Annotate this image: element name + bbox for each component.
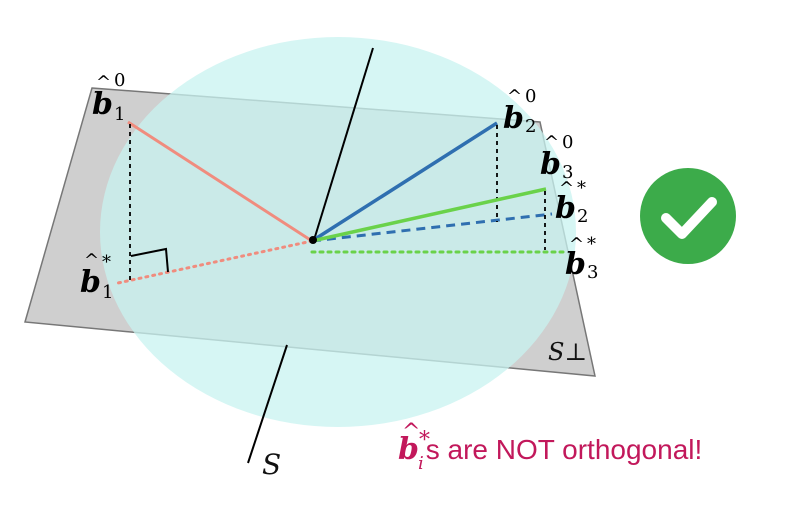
vector-b2-star xyxy=(311,212,553,243)
label-space-s-perp: S⊥ xyxy=(548,338,588,366)
vector-b1-star xyxy=(116,239,314,285)
vector-b2-0 xyxy=(311,121,498,243)
axis-s-lower xyxy=(247,344,288,464)
vector-b1-0 xyxy=(127,120,313,243)
caption-symbol: ^b xyxy=(398,420,421,467)
axis-s-upper xyxy=(313,47,374,241)
sphere xyxy=(100,37,576,427)
origin-point xyxy=(309,236,317,244)
label-space-s: S xyxy=(262,448,282,481)
check-circle-icon xyxy=(640,168,736,264)
right-angle-mark xyxy=(130,247,169,273)
vector-b3-0 xyxy=(311,187,547,243)
checkmark-glyph xyxy=(661,197,717,239)
caption-not-orthogonal: ^b*is are NOT orthogonal! xyxy=(398,420,703,474)
